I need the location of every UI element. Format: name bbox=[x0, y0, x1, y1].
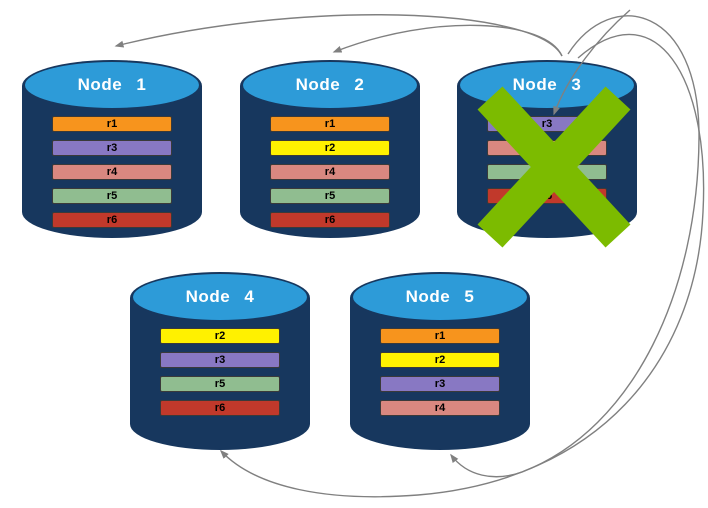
node-2: Node 2 r1 r2 r4 r5 r6 bbox=[240, 60, 420, 238]
replica-r5: r5 bbox=[487, 164, 607, 180]
node-2-title: Node 2 bbox=[295, 75, 365, 94]
replica-r6: r6 bbox=[270, 212, 390, 228]
replica-r5: r5 bbox=[270, 188, 390, 204]
replica-r4: r4 bbox=[380, 400, 500, 416]
replica-r1: r1 bbox=[270, 116, 390, 132]
replica-r3: r3 bbox=[52, 140, 172, 156]
replica-r5: r5 bbox=[160, 376, 280, 392]
node-3-cylinder-top: Node 3 bbox=[460, 62, 634, 108]
replica-r4: r4 bbox=[52, 164, 172, 180]
replica-r4: r4 bbox=[487, 140, 607, 156]
node-3-replica-list: r3 r4 r5 r6 bbox=[487, 116, 607, 204]
replica-r5: r5 bbox=[52, 188, 172, 204]
replica-r2: r2 bbox=[160, 328, 280, 344]
replica-r6: r6 bbox=[52, 212, 172, 228]
node-3: Node 3 r3 r4 r5 r6 bbox=[457, 60, 637, 238]
replica-r4: r4 bbox=[270, 164, 390, 180]
arrow-node3-to-node2 bbox=[332, 24, 563, 57]
node-5-cylinder-top: Node 5 bbox=[353, 274, 527, 320]
node-4: Node 4 r2 r3 r5 r6 bbox=[130, 272, 310, 450]
node-4-cylinder-top: Node 4 bbox=[133, 274, 307, 320]
node-5: Node 5 r1 r2 r3 r4 bbox=[350, 272, 530, 450]
node-5-title: Node 5 bbox=[405, 287, 475, 306]
arrow-node3-to-node1 bbox=[114, 14, 563, 57]
replica-r3: r3 bbox=[380, 376, 500, 392]
replica-r3: r3 bbox=[487, 116, 607, 132]
node-3-title: Node 3 bbox=[512, 75, 582, 94]
node-4-title: Node 4 bbox=[185, 287, 255, 306]
node-1-title: Node 1 bbox=[77, 75, 147, 94]
node-1-cylinder-top: Node 1 bbox=[25, 62, 199, 108]
replica-r6: r6 bbox=[160, 400, 280, 416]
node-2-replica-list: r1 r2 r4 r5 r6 bbox=[270, 116, 390, 228]
replica-r1: r1 bbox=[52, 116, 172, 132]
replica-r6: r6 bbox=[487, 188, 607, 204]
replica-r2: r2 bbox=[270, 140, 390, 156]
node-2-cylinder-top: Node 2 bbox=[243, 62, 417, 108]
replica-r3: r3 bbox=[160, 352, 280, 368]
node-4-replica-list: r2 r3 r5 r6 bbox=[160, 328, 280, 416]
replica-r2: r2 bbox=[380, 352, 500, 368]
replica-r1: r1 bbox=[380, 328, 500, 344]
node-5-replica-list: r1 r2 r3 r4 bbox=[380, 328, 500, 416]
node-1-replica-list: r1 r3 r4 r5 r6 bbox=[52, 116, 172, 228]
node-1: Node 1 r1 r3 r4 r5 r6 bbox=[22, 60, 202, 238]
